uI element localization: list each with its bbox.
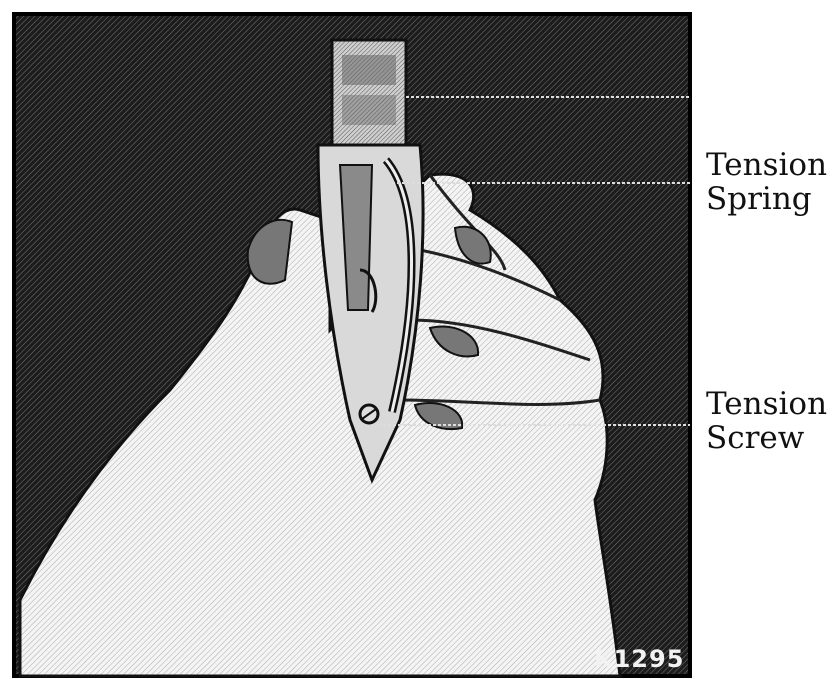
tension-screw-label: Tension Screw [706,387,827,455]
plate-code: K1295 [594,645,684,673]
tension-spring-label: Tension Spring [706,148,827,216]
bobbin-case-barrel-shade [342,55,396,85]
bobbin-case-barrel-shade [342,95,396,125]
